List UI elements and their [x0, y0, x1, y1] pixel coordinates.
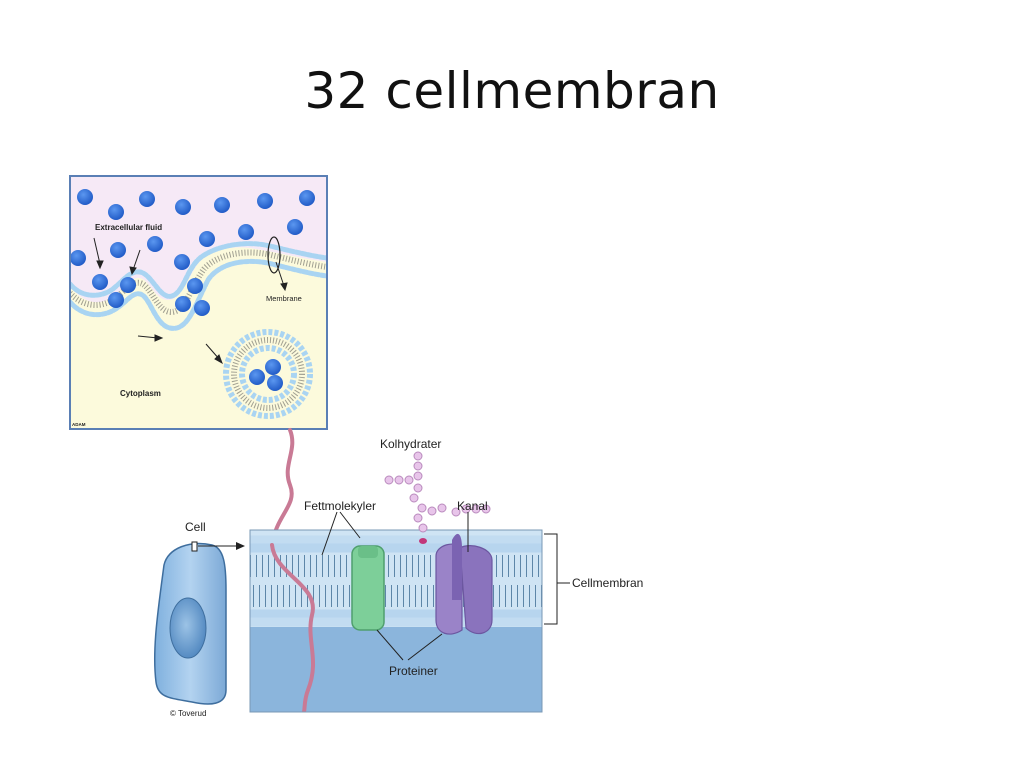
carbohydrate-chains [384, 451, 491, 533]
cell-label: Cell [185, 520, 206, 534]
cytoplasm-label: Cytoplasm [120, 389, 161, 398]
slide-title: 32 cellmembran [304, 62, 720, 120]
glycolipid-chain-bottom [270, 543, 316, 712]
credit-text: © Toverud [170, 709, 206, 718]
adam-logo: ADAM [72, 422, 86, 427]
particles [70, 189, 315, 316]
whole-cell [153, 541, 245, 705]
endocytosis-panel: Extracellular fluid Membrane Cytoplasm A… [69, 175, 328, 430]
channel-label: Kanal [457, 499, 488, 513]
membrane-label: Membrane [266, 294, 302, 303]
extracellular-fluid-label: Extracellular fluid [95, 223, 162, 232]
channel-protein [435, 533, 493, 635]
vesicle [223, 329, 313, 419]
endocytosis-arrows [93, 237, 288, 365]
lipid-tails [250, 555, 542, 607]
membrane-marker [267, 236, 281, 274]
lipid-heads-top [250, 535, 542, 553]
lipids-label: Fettmolekyler [304, 499, 376, 513]
membrane-bilayer-outer [70, 241, 327, 299]
cell-membrane-label: Cellmembran [572, 576, 643, 590]
proteins-label: Proteiner [389, 664, 438, 678]
glycolipid-chain-top [270, 428, 295, 547]
transmembrane-protein-green [351, 545, 385, 631]
endocytosis-border [69, 175, 328, 430]
membrane-box-border [249, 529, 543, 713]
cell-zoom-marker [191, 541, 198, 552]
leader-lines [321, 511, 570, 661]
lipid-heads-bottom [250, 609, 542, 627]
membrane-bilayer-inner [70, 258, 327, 331]
carbohydrates-label: Kolhydrater [380, 437, 441, 451]
membrane-diagram: Cell © Toverud [153, 428, 643, 718]
